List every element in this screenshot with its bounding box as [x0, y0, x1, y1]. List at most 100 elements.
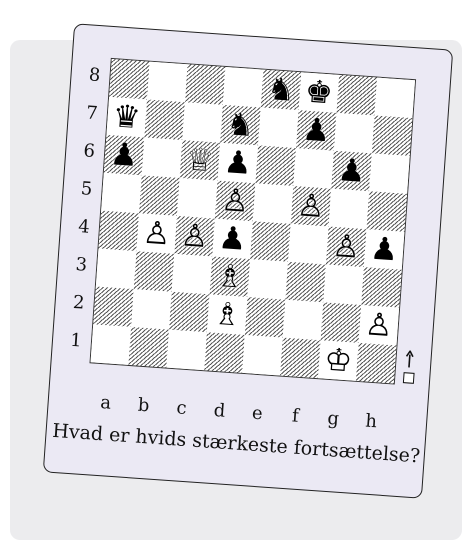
white-pawn-icon: ♙ — [215, 181, 256, 222]
square-a8 — [109, 59, 150, 100]
white-pawn-icon: ♙ — [136, 213, 177, 254]
square-f5: ♙ — [291, 186, 332, 227]
square-e7 — [258, 108, 299, 149]
rank-label: 1 — [68, 332, 83, 351]
square-d8 — [223, 67, 264, 108]
black-pawn-icon: ♟ — [218, 143, 259, 184]
black-queen-icon: ♛ — [106, 97, 147, 138]
square-e4 — [250, 221, 291, 262]
square-g5 — [329, 189, 370, 230]
square-g1: ♔ — [318, 340, 359, 381]
square-b1 — [128, 327, 169, 368]
white-to-move-square-icon — [403, 372, 415, 384]
square-f3 — [285, 262, 326, 303]
square-a4 — [99, 211, 140, 252]
file-label: f — [276, 406, 315, 427]
square-a1 — [91, 324, 132, 365]
white-pawn-icon: ♙ — [359, 305, 400, 346]
square-g6: ♟ — [331, 151, 372, 192]
square-c1 — [166, 330, 207, 371]
square-d4: ♟ — [212, 219, 253, 260]
square-a3 — [96, 249, 137, 290]
square-e8: ♞ — [261, 70, 302, 111]
square-b6 — [142, 137, 183, 178]
square-a2 — [93, 286, 134, 327]
square-c2 — [169, 292, 210, 333]
rank-label: 4 — [76, 218, 91, 237]
square-h6 — [369, 153, 410, 194]
square-d5: ♙ — [215, 181, 256, 222]
white-pawn-icon: ♙ — [174, 216, 215, 257]
file-label: a — [86, 393, 125, 414]
white-pawn-icon: ♙ — [291, 186, 332, 227]
square-f7: ♟ — [296, 110, 337, 151]
black-knight-icon: ♞ — [261, 70, 302, 111]
square-e3 — [247, 259, 288, 300]
square-d1 — [204, 332, 245, 373]
rank-label: 6 — [82, 142, 97, 161]
square-h3 — [361, 267, 402, 308]
square-h8 — [374, 78, 415, 119]
square-c6: ♕ — [180, 140, 221, 181]
black-pawn-icon: ♟ — [331, 151, 372, 192]
black-knight-icon: ♞ — [220, 105, 261, 146]
square-d2: ♗ — [207, 294, 248, 335]
file-label: c — [162, 398, 201, 419]
square-b3 — [134, 251, 175, 292]
square-e2 — [245, 297, 286, 338]
square-b7 — [144, 100, 185, 141]
file-label: h — [351, 412, 390, 433]
square-g4: ♙ — [326, 227, 367, 268]
square-c5 — [177, 178, 218, 219]
square-g7 — [334, 113, 375, 154]
black-king-icon: ♚ — [299, 72, 340, 113]
file-label: b — [124, 396, 163, 417]
white-bishop-icon: ♗ — [207, 294, 248, 335]
square-e5 — [253, 183, 294, 224]
square-f2 — [283, 300, 324, 341]
square-f6 — [293, 148, 334, 189]
black-pawn-icon: ♟ — [212, 219, 253, 260]
rank-label: 8 — [87, 66, 102, 85]
square-h2: ♙ — [359, 305, 400, 346]
rank-label: 5 — [79, 180, 94, 199]
square-h5 — [367, 191, 408, 232]
square-d3: ♗ — [210, 256, 251, 297]
square-f8: ♚ — [299, 72, 340, 113]
square-f1 — [280, 338, 321, 379]
file-label: d — [200, 401, 239, 422]
rank-label: 2 — [71, 294, 86, 313]
square-b4: ♙ — [136, 213, 177, 254]
square-f4 — [288, 224, 329, 265]
square-c8 — [185, 64, 226, 105]
white-bishop-icon: ♗ — [210, 256, 251, 297]
square-e1 — [242, 335, 283, 376]
square-h7 — [372, 115, 413, 156]
square-a6: ♟ — [104, 135, 145, 176]
chess-board: ♞♚♛♞♟♟♕♟♟♙♙♙♙♟♙♟♗♗♙♔ — [89, 58, 416, 385]
side-to-move-indicator — [401, 350, 417, 387]
black-pawn-icon: ♟ — [104, 135, 145, 176]
square-g8 — [337, 75, 378, 116]
black-pawn-icon: ♟ — [296, 110, 337, 151]
square-d6: ♟ — [218, 143, 259, 184]
square-a5 — [101, 173, 142, 214]
square-a7: ♛ — [106, 97, 147, 138]
file-label: g — [314, 409, 353, 430]
arrow-up-icon — [405, 350, 414, 369]
square-g2 — [321, 302, 362, 343]
rank-label: 3 — [74, 256, 89, 275]
black-pawn-icon: ♟ — [364, 229, 405, 270]
square-e6 — [255, 145, 296, 186]
white-king-icon: ♔ — [318, 340, 359, 381]
white-pawn-icon: ♙ — [326, 227, 367, 268]
white-queen-icon: ♕ — [180, 140, 221, 181]
file-label: e — [238, 404, 277, 425]
square-h1 — [356, 343, 397, 384]
square-b5 — [139, 175, 180, 216]
square-h4: ♟ — [364, 229, 405, 270]
square-b2 — [131, 289, 172, 330]
